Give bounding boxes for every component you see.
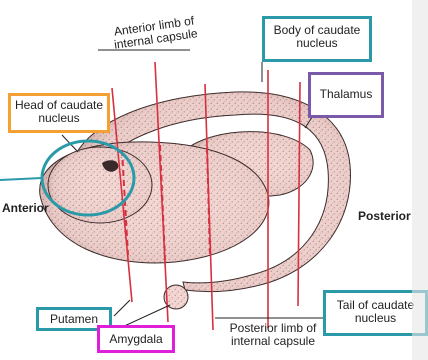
anterior-label: Anterior — [2, 202, 62, 215]
head-of-caudate-label: Head of caudate nucleus — [8, 99, 110, 125]
posterior-limb-label: Posterior limb of internal capsule — [218, 322, 328, 348]
posterior-limb-line2: internal capsule — [218, 335, 328, 348]
thalamus-label: Thalamus — [308, 88, 384, 101]
body-of-caudate-label: Body of caudate nucleus — [262, 24, 372, 50]
head-of-caudate-shading — [48, 147, 152, 223]
putamen-label: Putamen — [36, 313, 112, 326]
body-of-caudate-line2: nucleus — [262, 37, 372, 50]
page-edge — [412, 0, 428, 360]
circle-pointer-line — [0, 178, 42, 180]
head-of-caudate-line2: nucleus — [8, 112, 110, 125]
amygdala-label: Amygdala — [97, 333, 175, 346]
